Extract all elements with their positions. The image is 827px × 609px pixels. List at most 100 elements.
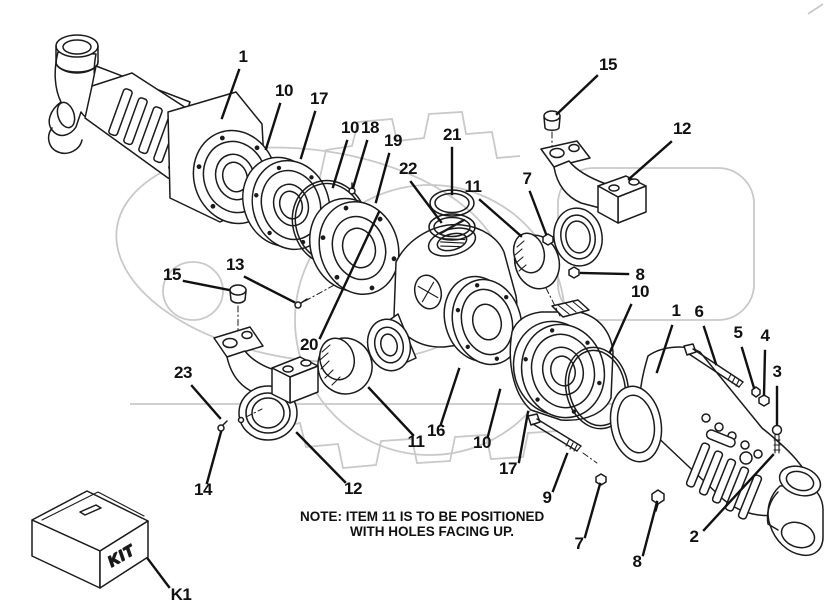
bolt-8-lower bbox=[651, 489, 665, 512]
callout-label-16: 16 bbox=[427, 421, 445, 440]
nut-8-upper bbox=[568, 266, 580, 279]
plate-hole bbox=[549, 147, 565, 159]
stud-14 bbox=[217, 420, 228, 432]
callout-label-18: 18 bbox=[361, 118, 379, 137]
bolt-hole bbox=[219, 135, 225, 141]
callout-leader-17 bbox=[517, 410, 530, 464]
callout-leader-16 bbox=[439, 367, 461, 426]
block-hole bbox=[628, 178, 640, 186]
right-top-lugs bbox=[701, 413, 763, 459]
hub-cap-hatch bbox=[557, 300, 584, 315]
yoke-ear bbox=[766, 491, 779, 531]
callout-leader-10 bbox=[331, 139, 349, 189]
bolt-hole bbox=[585, 340, 590, 345]
note-line-1: NOTE: ITEM 11 IS TO BE POSITIONED bbox=[300, 509, 545, 524]
left-yoke-foot bbox=[47, 127, 83, 154]
left-axle-housing bbox=[47, 34, 278, 225]
bolt-hole bbox=[254, 193, 259, 198]
bolt-hole bbox=[334, 274, 340, 280]
callout-label-10: 10 bbox=[341, 118, 359, 137]
yoke-collar-inner bbox=[785, 470, 815, 492]
cup-hatch bbox=[514, 240, 527, 272]
cone-hatch bbox=[319, 344, 341, 386]
bolt-threads bbox=[727, 373, 744, 388]
nut-7-upper bbox=[542, 233, 554, 246]
block-side bbox=[271, 367, 291, 404]
callout-label-19: 19 bbox=[384, 131, 402, 150]
block-side bbox=[597, 185, 619, 224]
washer-inner bbox=[433, 216, 471, 238]
washer-outer bbox=[428, 213, 476, 241]
bolt-hole bbox=[504, 294, 509, 300]
callout-leader-K1 bbox=[146, 557, 171, 589]
center-side-window bbox=[413, 274, 443, 310]
note: NOTE: ITEM 11 IS TO BE POSITIONED WITH H… bbox=[300, 509, 545, 539]
window-cross bbox=[417, 281, 439, 303]
fin bbox=[698, 450, 724, 496]
block-hole bbox=[608, 184, 620, 192]
bolt-hole bbox=[523, 357, 528, 362]
pin-23 bbox=[237, 416, 245, 424]
oring-inner bbox=[567, 349, 627, 427]
bore-inner bbox=[565, 220, 591, 254]
callout-label-17: 17 bbox=[310, 89, 328, 108]
cap-side bbox=[229, 290, 247, 304]
lug bbox=[714, 422, 724, 432]
callout-label-11: 11 bbox=[408, 432, 425, 451]
callout-leader-12 bbox=[627, 140, 673, 181]
callout-label-6: 6 bbox=[695, 302, 704, 321]
callout-label-8: 8 bbox=[633, 552, 642, 571]
callout-leader-15 bbox=[555, 74, 599, 116]
center-bore-rings bbox=[366, 318, 412, 372]
axis-pin23 bbox=[245, 408, 263, 418]
callout-label-10: 10 bbox=[631, 282, 649, 301]
callout-leader-10 bbox=[486, 388, 502, 438]
callout-label-21: 21 bbox=[443, 125, 461, 144]
washer-22 bbox=[428, 213, 476, 241]
bearing-cup-11-right bbox=[512, 232, 561, 290]
plate-hole bbox=[568, 143, 580, 153]
bracket-12-right bbox=[540, 140, 647, 267]
bolt-hole bbox=[494, 356, 500, 361]
callout-label-7: 7 bbox=[523, 169, 532, 188]
bolt-shaft bbox=[532, 418, 582, 452]
stud-head bbox=[771, 424, 783, 436]
bolt-hole bbox=[196, 164, 202, 170]
callout-leader-1 bbox=[655, 324, 674, 374]
stud-head bbox=[294, 301, 302, 309]
stud-3 bbox=[771, 424, 783, 454]
callout-label-7: 7 bbox=[575, 534, 584, 553]
left-yoke-collar-2 bbox=[62, 39, 92, 55]
bolt-hole bbox=[267, 230, 272, 236]
callout-leader-22 bbox=[409, 180, 443, 224]
bolt-hole bbox=[377, 216, 383, 222]
kit-box-right-face bbox=[99, 520, 149, 589]
callout-leader-5 bbox=[740, 346, 756, 390]
callout-leader-17 bbox=[299, 110, 317, 160]
callout-label-14: 14 bbox=[194, 480, 213, 499]
fasteners bbox=[217, 110, 783, 512]
callout-leader-10 bbox=[264, 102, 282, 151]
callout-leader-8 bbox=[579, 271, 630, 276]
watermark-corner-mark bbox=[807, 3, 824, 15]
yoke-fork-hole bbox=[780, 521, 816, 549]
callout-leader-4 bbox=[762, 349, 767, 397]
callout-leader-19 bbox=[374, 152, 391, 204]
callout-label-11: 11 bbox=[465, 177, 482, 196]
block-hole bbox=[300, 359, 312, 367]
face-inner bbox=[616, 394, 656, 454]
bolt-hole bbox=[465, 344, 470, 350]
cap-side bbox=[543, 116, 561, 131]
callout-leader-18 bbox=[351, 139, 369, 190]
callout-label-10: 10 bbox=[275, 81, 293, 100]
callout-label-22: 22 bbox=[399, 159, 417, 178]
callout-leader-11 bbox=[367, 386, 415, 437]
hub-retainer-left bbox=[242, 156, 331, 251]
watermark-gear-teeth-bottom bbox=[267, 421, 559, 469]
plate-hole bbox=[222, 337, 238, 349]
callout-label-4: 4 bbox=[761, 326, 771, 345]
callout-label-10: 10 bbox=[473, 433, 491, 452]
bearing-cone-11-left bbox=[317, 337, 373, 395]
